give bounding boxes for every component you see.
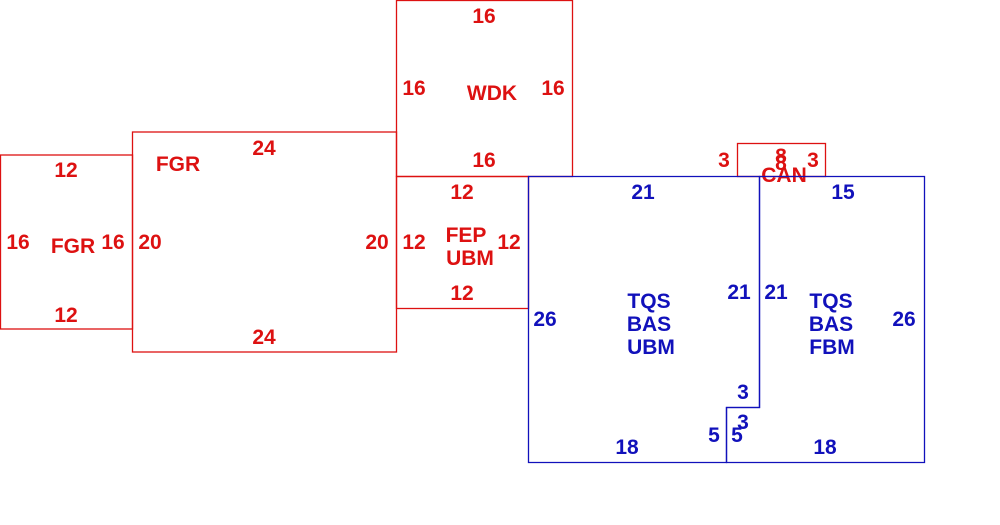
wdk-bottom-dim: 16 <box>472 149 495 172</box>
wdk-top-dim: 16 <box>472 5 495 28</box>
fgr-small-code: FGR <box>51 235 95 258</box>
fgr-main-right-dim: 20 <box>365 231 388 254</box>
bas-fbm-right-dim: 26 <box>892 308 915 331</box>
fgr-main-bottom-dim: 24 <box>252 326 276 349</box>
bas-ubm-top-dim: 21 <box>631 181 655 204</box>
bas-ubm-left-dim: 26 <box>533 308 556 331</box>
fep-right-dim: 12 <box>497 231 520 254</box>
bas-fbm-bottom-dim: 18 <box>813 436 837 459</box>
fgr-main-code: FGR <box>156 153 200 176</box>
wdk-left-dim: 16 <box>402 77 425 100</box>
living-areas: 21 26 21 3 18 5 TQS BAS UBM 15 21 26 3 1… <box>527 175 926 464</box>
can-right-dim: 3 <box>807 149 819 172</box>
fgr-main-top-dim: 24 <box>252 137 276 160</box>
bas-ubm-right-dim: 21 <box>727 281 751 304</box>
bas-fbm-outline <box>725 175 926 464</box>
fep-top-dim: 12 <box>450 181 473 204</box>
bas-fbm-top-dim: 15 <box>831 181 855 204</box>
bas-ubm-step-dim: 3 <box>737 381 749 404</box>
fep-code-line2: UBM <box>446 247 494 270</box>
fgr-main-left-dim: 20 <box>138 231 161 254</box>
fgr-small-bottom-dim: 12 <box>54 304 77 327</box>
bas-fbm-code-line2: BAS <box>809 313 853 336</box>
bas-fbm-code-line1: TQS <box>809 290 852 313</box>
can-top-dim-b: 8 <box>775 152 787 175</box>
bas-fbm-notch-dim: 5 <box>731 424 743 447</box>
wdk-right-dim: 16 <box>541 77 564 100</box>
bas-ubm-code-line3: UBM <box>627 336 675 359</box>
fgr-small-left-dim: 16 <box>6 231 29 254</box>
can-left-dim: 3 <box>718 149 730 172</box>
bas-fbm-code-line3: FBM <box>809 336 855 359</box>
can-code: CAN <box>761 164 807 187</box>
bas-fbm-step-dim: 3 <box>737 411 749 434</box>
fep-code-line1: FEP <box>446 224 487 247</box>
can-top-dim-a: 8 <box>775 145 787 168</box>
fgr-small-right-dim: 16 <box>101 231 124 254</box>
bas-ubm-code-line1: TQS <box>627 290 670 313</box>
exterior-areas: 12 12 16 16 FGR 24 24 20 20 FGR 16 16 16… <box>0 0 827 353</box>
bas-ubm-code-line2: BAS <box>627 313 671 336</box>
fgr-small-top-dim: 12 <box>54 159 77 182</box>
wdk-code: WDK <box>467 82 517 105</box>
bas-fbm-left-dim: 21 <box>764 281 788 304</box>
fep-bottom-dim: 12 <box>450 282 473 305</box>
bas-ubm-bottom-dim: 18 <box>615 436 639 459</box>
bas-ubm-notch-dim: 5 <box>708 424 720 447</box>
fep-left-dim: 12 <box>402 231 425 254</box>
